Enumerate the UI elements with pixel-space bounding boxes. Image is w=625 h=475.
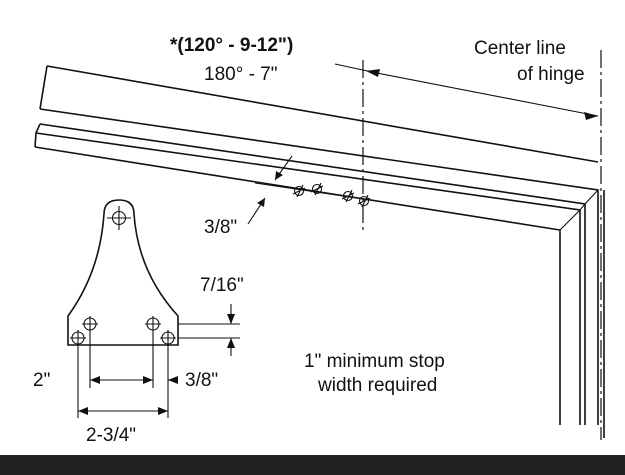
dim-2-3-4-row (77, 346, 169, 418)
stop-note-line-2: width required (317, 375, 437, 396)
top-dimension-arrow (334, 63, 599, 120)
header-3-8-dimension (247, 155, 293, 225)
dim-3-8-label-plate: 3/8" (185, 370, 218, 391)
dim-7-16-marks (178, 304, 240, 356)
header-screw-marks (254, 182, 371, 208)
dim-2-3-4-label: 2-3/4" (86, 425, 136, 446)
dim-7-16-label: 7/16" (200, 275, 244, 296)
center-line-label-1: Center line (474, 38, 566, 59)
dim-2-label: 2" (33, 370, 50, 391)
stop-note-line-1: 1" minimum stop (304, 351, 445, 372)
dim-3-8-label-header: 3/8" (204, 217, 237, 238)
screw-mark-icon (310, 182, 324, 196)
spec-label: 180° - 7" (204, 64, 278, 85)
door-frame (34, 65, 605, 438)
screw-mark-icon (357, 194, 371, 208)
hinge-plate (67, 199, 179, 346)
screw-mark-icon (292, 184, 306, 198)
dim-2-row (89, 332, 178, 390)
center-line-label-2: of hinge (517, 64, 585, 85)
spec-alt-label: *(120° - 9-12") (170, 35, 293, 56)
bottom-bar (0, 455, 625, 475)
